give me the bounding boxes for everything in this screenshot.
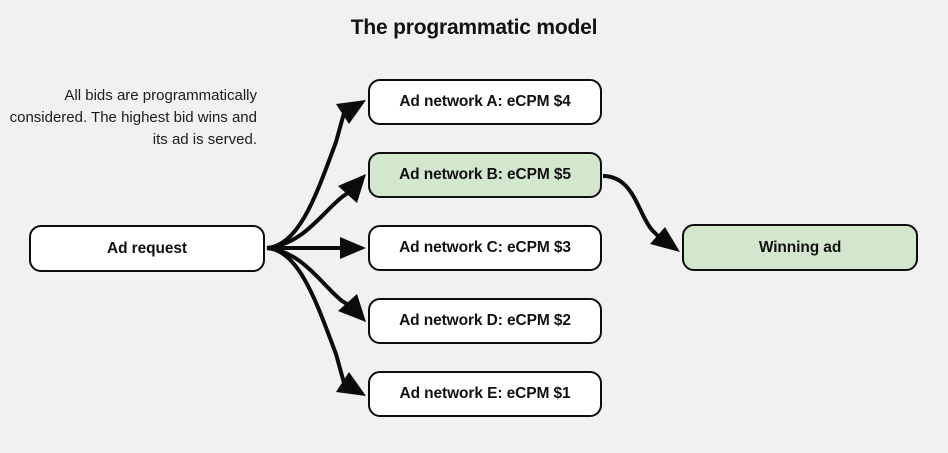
edge-request-to-network-e [266, 246, 366, 396]
node-ad-request[interactable]: Ad request [29, 225, 265, 272]
edge-request-to-network-c [267, 237, 366, 259]
diagram-caption: All bids are programmatically considered… [9, 87, 257, 148]
edge-request-to-network-a [266, 100, 366, 250]
node-ad-network-e[interactable]: Ad network E: eCPM $1 [368, 371, 602, 417]
edge-request-to-network-b [266, 174, 366, 250]
page-title: The programmatic model [350, 16, 598, 39]
edge-request-to-network-d [266, 246, 366, 322]
node-ad-network-d[interactable]: Ad network D: eCPM $2 [368, 298, 602, 344]
edge-network-b-to-winning-ad [602, 174, 680, 252]
node-ad-network-b[interactable]: Ad network B: eCPM $5 [368, 152, 602, 198]
node-ad-network-a[interactable]: Ad network A: eCPM $4 [368, 79, 602, 125]
node-winning-ad[interactable]: Winning ad [682, 224, 918, 271]
node-ad-network-c[interactable]: Ad network C: eCPM $3 [368, 225, 602, 271]
